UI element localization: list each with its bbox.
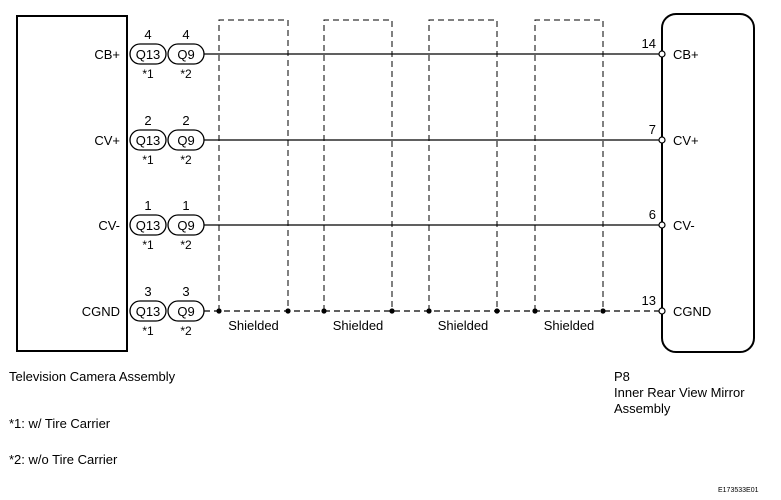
- note-2: *2: w/o Tire Carrier: [9, 452, 118, 467]
- television-camera-label: Television Camera Assembly: [9, 369, 176, 384]
- q13-note-label: *1: [142, 238, 154, 252]
- q9-note-label: *2: [180, 153, 192, 167]
- q13-connector-label: Q13: [136, 218, 161, 233]
- shield-label: Shielded: [228, 318, 279, 333]
- q13-note-label: *1: [142, 67, 154, 81]
- q9-connector-label: Q9: [177, 133, 194, 148]
- right-signal-label: CV+: [673, 133, 699, 148]
- shield-label: Shielded: [544, 318, 595, 333]
- p8-pin-number: 6: [649, 207, 656, 222]
- left-signal-label: CV-: [98, 218, 120, 233]
- terminal-circle: [658, 136, 666, 144]
- inner-mirror-box: [661, 13, 755, 353]
- q13-connector: [129, 214, 167, 236]
- q9-note-label: *2: [180, 238, 192, 252]
- p8-pin-number: 13: [642, 293, 656, 308]
- q13-note-label: *1: [142, 153, 154, 167]
- q13-connector-label: Q13: [136, 304, 161, 319]
- q9-note-label: *2: [180, 324, 192, 338]
- q13-pin-number: 2: [144, 113, 151, 128]
- shield-junction-dot: [389, 308, 395, 314]
- shield-box: [218, 19, 289, 311]
- right-signal-label: CB+: [673, 47, 699, 62]
- terminal-circle: [658, 50, 666, 58]
- q13-pin-number: 1: [144, 198, 151, 213]
- q13-connector: [129, 129, 167, 151]
- q9-connector-label: Q9: [177, 218, 194, 233]
- left-signal-label: CGND: [82, 304, 120, 319]
- shield-box: [534, 19, 604, 311]
- q13-connector-label: Q13: [136, 47, 161, 62]
- terminal-circle: [658, 221, 666, 229]
- left-signal-label: CB+: [94, 47, 120, 62]
- figure-id: E173533E01: [718, 487, 759, 494]
- right-signal-label: CGND: [673, 304, 711, 319]
- television-camera-box: [16, 15, 128, 352]
- q13-connector: [129, 300, 167, 322]
- shield-box: [428, 19, 498, 311]
- q13-connector-label: Q13: [136, 133, 161, 148]
- q9-pin-number: 2: [182, 113, 189, 128]
- q13-pin-number: 3: [144, 284, 151, 299]
- q13-pin-number: 4: [144, 27, 151, 42]
- right-signal-label: CV-: [673, 218, 695, 233]
- p8-pin-number: 7: [649, 122, 656, 137]
- q9-pin-number: 1: [182, 198, 189, 213]
- p8-pin-number: 14: [642, 36, 656, 51]
- shield-junction-dot: [600, 308, 606, 314]
- shield-box: [323, 19, 393, 311]
- note-1: *1: w/ Tire Carrier: [9, 416, 111, 431]
- shield-boxes: Shielded Shielded Shielded Shielded: [216, 19, 606, 333]
- q9-connector-label: Q9: [177, 304, 194, 319]
- q9-pin-number: 3: [182, 284, 189, 299]
- inner-mirror-label-1: Inner Rear View Mirror: [614, 385, 745, 400]
- shield-label: Shielded: [333, 318, 384, 333]
- terminal-circle: [658, 307, 666, 315]
- q9-connector-label: Q9: [177, 47, 194, 62]
- p8-code-label: P8: [614, 369, 630, 384]
- q9-pin-number: 4: [182, 27, 189, 42]
- q13-connector: [129, 43, 167, 65]
- q13-note-label: *1: [142, 324, 154, 338]
- left-signal-label: CV+: [94, 133, 120, 148]
- shield-label: Shielded: [438, 318, 489, 333]
- inner-mirror-label-2: Assembly: [614, 401, 671, 416]
- q9-note-label: *2: [180, 67, 192, 81]
